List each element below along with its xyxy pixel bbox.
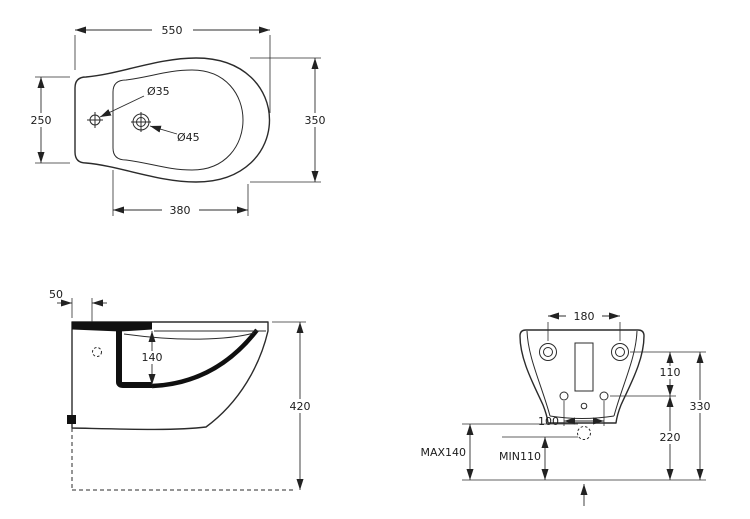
- hidden-hole-circle: [92, 347, 102, 357]
- bowl-section-curve: [151, 328, 259, 389]
- dim-350-label: 350: [305, 114, 326, 127]
- dim-small-hole-centres: 100: [538, 401, 605, 428]
- rear-inner-edge-left: [526, 330, 551, 417]
- bidet-top-outline: [74, 57, 271, 183]
- dim-fixing-centres: 180: [547, 309, 621, 341]
- tap-hole: [87, 112, 103, 128]
- bidet-bowl-outline: [112, 69, 244, 171]
- dim-overall-height: 420: [272, 321, 318, 490]
- label-mask: [297, 113, 333, 127]
- dim-overall-depth: 350: [250, 57, 333, 183]
- small-hole-left: [559, 391, 569, 401]
- wall-fixing-block: [67, 415, 76, 424]
- fixing-hole-outer-circle: [611, 343, 629, 361]
- spray-hole: [131, 112, 151, 132]
- label-mask: [282, 399, 318, 413]
- label-mask: [652, 366, 688, 379]
- rear-view: 180 110 220 330 100: [420, 309, 718, 506]
- dim-bowl-length: 380: [112, 170, 249, 217]
- dim-drain-max-height: MAX140: [420, 423, 578, 480]
- tap-hole-label: Ø35: [147, 85, 170, 98]
- dim-min110-label: MIN110: [499, 450, 541, 463]
- fixing-hole-left: [539, 343, 557, 361]
- label-mask: [152, 23, 193, 37]
- top-view: Ø35 Ø45 550 350 250: [23, 23, 333, 217]
- dim-180-label: 180: [574, 310, 595, 323]
- label-mask: [682, 400, 718, 413]
- bowl-section-wall: [116, 331, 152, 388]
- fixing-hole-inner-circle: [615, 347, 625, 357]
- dim-upper-spacing: 110: [652, 352, 688, 396]
- label-tap-hole: Ø35: [99, 85, 170, 118]
- label-spray-hole: Ø45: [149, 125, 200, 144]
- dim-wall-offset: 50: [49, 288, 107, 322]
- dim-220-label: 220: [660, 431, 681, 444]
- dim-110-label: 110: [660, 366, 681, 379]
- center-small-hole: [580, 402, 588, 410]
- label-mask: [134, 351, 170, 364]
- dim-420-label: 420: [290, 400, 311, 413]
- drain-hidden-circle: [577, 426, 591, 440]
- leader-line: [99, 95, 145, 118]
- dim-250-label: 250: [31, 114, 52, 127]
- label-mask: [162, 203, 199, 217]
- fixing-hole-inner-circle: [543, 347, 553, 357]
- dim-380-label: 380: [170, 204, 191, 217]
- rear-inner-edge-right: [613, 330, 638, 417]
- bowl-back-edge: [123, 332, 255, 340]
- label-mask: [23, 113, 59, 127]
- side-view: 50 140 420: [49, 288, 318, 491]
- dim-140-label: 140: [142, 351, 163, 364]
- dim-max140-label: MAX140: [420, 446, 466, 459]
- dim-lower-height: 220: [652, 396, 688, 480]
- bidet-rear-outline: [519, 329, 645, 424]
- dim-overall-fixing-height: 330: [682, 352, 718, 480]
- bidet-side-outline: [71, 321, 269, 431]
- fixing-hole-outer-circle: [539, 343, 557, 361]
- dim-drain-min-height: MIN110: [499, 436, 578, 480]
- dim-left-depth: 250: [23, 76, 70, 164]
- rim-section-fill: [72, 322, 152, 332]
- dim-550-label: 550: [162, 24, 183, 37]
- fixing-hole-right: [611, 343, 629, 361]
- dim-330-label: 330: [690, 400, 711, 413]
- leader-line: [149, 125, 178, 135]
- spray-hole-label: Ø45: [177, 131, 200, 144]
- dim-50-label: 50: [49, 288, 63, 301]
- label-mask: [652, 431, 688, 444]
- dim-bowl-depth: 140: [134, 331, 170, 385]
- label-mask: [566, 309, 602, 323]
- dim-overall-width: 550: [74, 23, 271, 113]
- center-slot: [574, 342, 594, 392]
- small-hole-right: [599, 391, 609, 401]
- rear-inner-edge-bottom: [549, 415, 615, 419]
- dim-100-label: 100: [538, 415, 559, 428]
